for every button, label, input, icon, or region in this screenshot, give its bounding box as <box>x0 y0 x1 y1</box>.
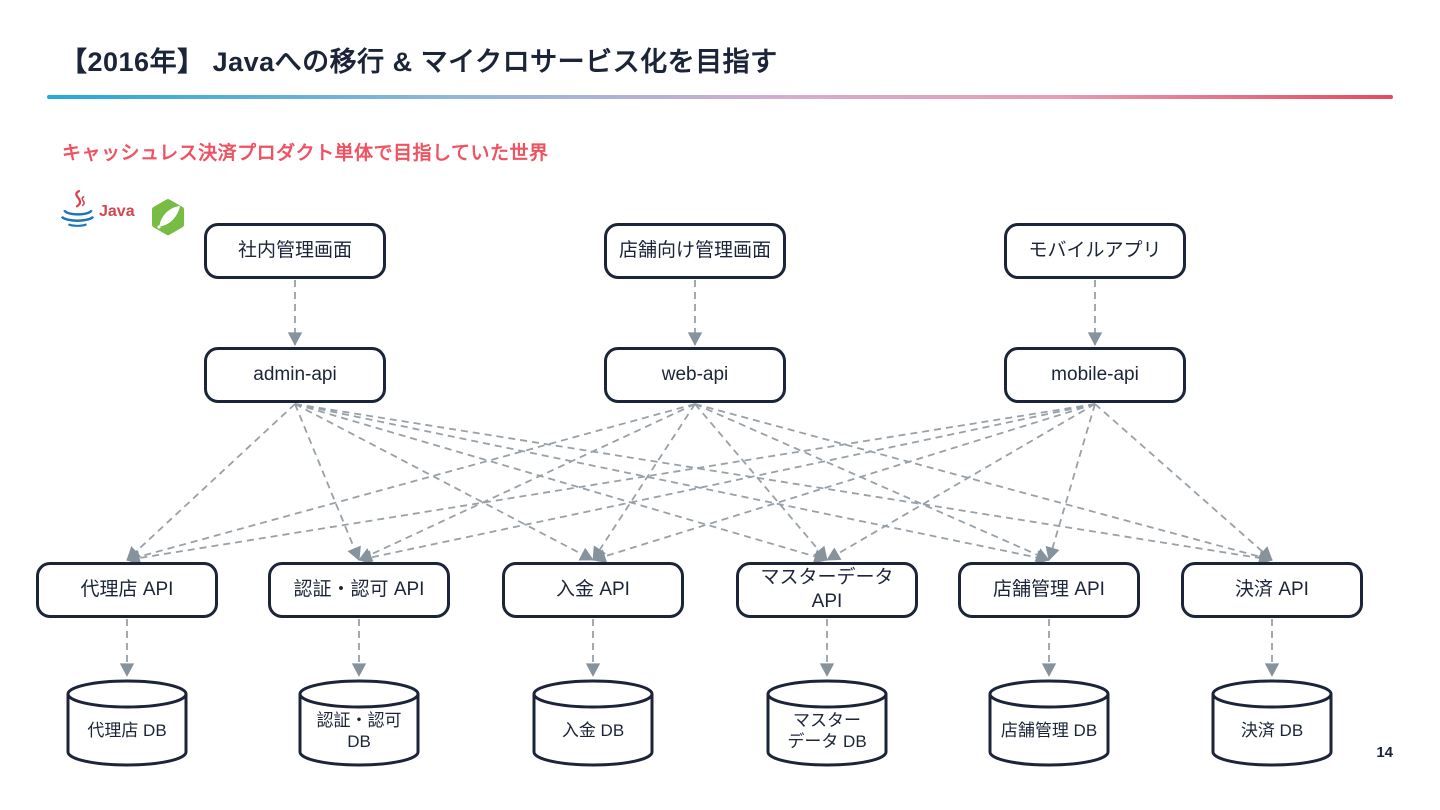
node-master-data-db: マスター データ DB <box>765 678 889 768</box>
node-payment-api: 決済 API <box>1181 562 1363 618</box>
accent-gradient-divider <box>47 95 1393 99</box>
node-label: 社内管理画面 <box>237 240 352 262</box>
node-label: 代理店 API <box>80 579 174 601</box>
page-title: 【2016年】 Javaへの移行 & マイクロサービス化を目指す <box>60 47 778 77</box>
spring-logo <box>148 198 188 243</box>
node-label: mobile-api <box>1051 364 1139 386</box>
node-label: 認証・認可 DB <box>316 710 402 751</box>
node-label: モバイルアプリ <box>1028 240 1162 262</box>
node-deposit-db: 入金 DB <box>531 678 655 768</box>
node-store-admin-screen: 店舗向け管理画面 <box>604 223 786 279</box>
node-internal-admin-screen: 社内管理画面 <box>204 223 386 279</box>
node-label: 入金 DB <box>561 721 625 741</box>
node-label: マスター データ DB <box>787 710 867 751</box>
db-cylinder-shape <box>1211 679 1333 767</box>
page-number: 14 <box>1376 744 1393 761</box>
node-mobile-api: mobile-api <box>1004 347 1186 403</box>
subtitle: キャッシュレス決済プロダクト単体で目指していた世界 <box>62 143 549 164</box>
db-cylinder-shape <box>532 679 654 767</box>
node-label: 代理店 DB <box>87 721 167 741</box>
java-coffee-cup-icon <box>60 190 95 227</box>
node-admin-api: admin-api <box>204 347 386 403</box>
node-store-management-db: 店舗管理 DB <box>987 678 1111 768</box>
node-auth-db: 認証・認可 DB <box>297 678 421 768</box>
node-auth-api: 認証・認可 API <box>268 562 450 618</box>
node-label: 認証・認可 API <box>293 579 425 601</box>
node-web-api: web-api <box>604 347 786 403</box>
db-cylinder-shape <box>988 679 1110 767</box>
node-label: admin-api <box>253 364 337 386</box>
node-master-data-api: マスターデータ API <box>736 562 918 618</box>
node-label: 店舗管理 DB <box>1000 721 1098 741</box>
node-label: マスターデータ API <box>760 567 894 612</box>
node-mobile-app: モバイルアプリ <box>1004 223 1186 279</box>
node-label: 決済 DB <box>1240 721 1304 741</box>
node-deposit-api: 入金 API <box>502 562 684 618</box>
node-store-management-api: 店舗管理 API <box>958 562 1140 618</box>
node-agency-api: 代理店 API <box>36 562 218 618</box>
node-label: 入金 API <box>556 579 630 601</box>
node-payment-db: 決済 DB <box>1210 678 1334 768</box>
node-label: web-api <box>661 364 729 386</box>
node-label: 店舗向け管理画面 <box>618 240 771 262</box>
node-agency-db: 代理店 DB <box>65 678 189 768</box>
java-logo-label: Java <box>99 203 135 220</box>
spring-leaf-icon <box>152 199 184 236</box>
node-label: 店舗管理 API <box>993 579 1105 601</box>
node-label: 決済 API <box>1235 579 1309 601</box>
db-cylinder-shape <box>298 679 420 767</box>
java-logo: Java <box>58 190 135 234</box>
db-cylinder-shape <box>766 679 888 767</box>
db-cylinder-shape <box>66 679 188 767</box>
